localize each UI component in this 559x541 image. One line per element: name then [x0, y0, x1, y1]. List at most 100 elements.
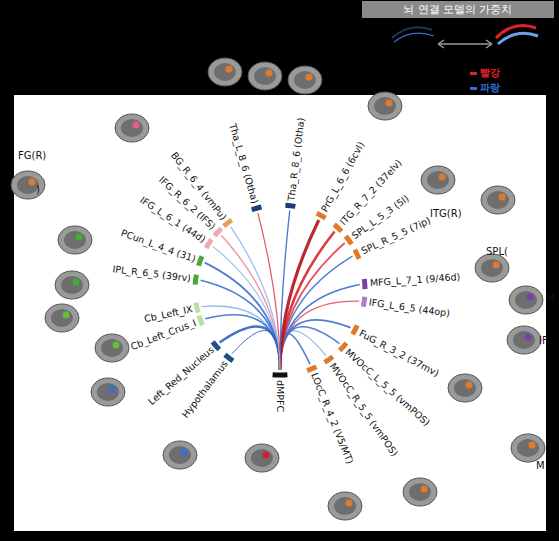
thumbnail-label: SPL( [486, 246, 508, 257]
brain-outline [403, 478, 437, 506]
region-arc [206, 240, 211, 248]
connectivity-link [280, 211, 290, 370]
brain-outline [91, 378, 125, 406]
region-name: dMPFC [275, 380, 286, 412]
brain-thumbnail [58, 226, 92, 254]
connectivity-link [231, 227, 280, 370]
region-name: MFG_L_7_1 (9/46d) [369, 271, 460, 288]
legend-text: 파랑 [480, 82, 500, 93]
brain-thumbnail [481, 186, 515, 214]
region-blob [466, 382, 473, 389]
region-arc [224, 220, 232, 226]
region-arc [195, 275, 196, 285]
region-blob [525, 334, 532, 341]
brain-thumbnail [288, 66, 322, 94]
legend-swatch [470, 72, 477, 75]
region-blob [113, 342, 120, 349]
brain-inner [169, 446, 191, 464]
region-arc [353, 325, 358, 334]
region-label: Tha_L_8_6 (Otha) [226, 122, 263, 214]
brain-thumbnail [511, 434, 545, 462]
brain-inner [517, 439, 539, 457]
seed-region-label: dMPFC [274, 370, 286, 412]
brain-inner [121, 119, 143, 137]
region-arc [273, 372, 288, 377]
brain-inner [374, 97, 396, 115]
brain-outline [115, 114, 149, 142]
region-blob [133, 122, 140, 129]
region-arc [317, 213, 326, 218]
brain-outline [208, 58, 242, 86]
legend-arrow [438, 43, 492, 45]
region-arc [355, 250, 359, 259]
brain-outline [58, 226, 92, 254]
legend-curve [392, 27, 432, 38]
region-label: Tha_R_8_6 (Otha) [284, 117, 307, 212]
connectivity-link [258, 213, 280, 370]
brain-inner [409, 483, 431, 501]
region-blob [439, 174, 446, 181]
region-name: IPL_R_6_5 (39rv) [112, 263, 192, 284]
region-blob [346, 500, 353, 507]
thumbnail-label: M [536, 460, 545, 471]
brain-outline [421, 166, 455, 194]
brain-inner [254, 67, 276, 85]
region-blob [29, 179, 36, 186]
brain-thumbnail [509, 286, 543, 314]
brain-thumbnail [115, 114, 149, 142]
region-name: Cb_Left_Crus_I [129, 317, 197, 352]
brain-inner [481, 259, 503, 277]
brain-thumbnail [248, 62, 282, 90]
legend-arrow-head [438, 40, 492, 48]
brain-thumbnail [475, 254, 509, 282]
brain-outline [45, 304, 79, 332]
region-arc [340, 343, 347, 350]
brain-outline [328, 492, 362, 520]
region-blob [527, 294, 534, 301]
brain-outline [481, 186, 515, 214]
region-arc [225, 355, 233, 361]
region-arc [334, 225, 341, 232]
brain-inner [97, 383, 119, 401]
brain-thumbnail [91, 378, 125, 406]
legend-curve [496, 26, 536, 38]
region-arc [215, 228, 222, 235]
region-blob [263, 452, 270, 459]
brain-inner [487, 191, 509, 209]
connectivity-link [232, 330, 280, 370]
region-blob [306, 74, 313, 81]
connectivity-link [201, 280, 280, 370]
brain-outline [448, 374, 482, 402]
brain-thumbnail [208, 58, 242, 86]
thumbnail-label: ITG(R) [430, 208, 462, 219]
region-label: MFG_L_7_1 (9/46d) [359, 271, 460, 290]
region-name: IFG_L_6_5 (44op) [368, 297, 450, 319]
brain-outline [55, 271, 89, 299]
region-blob [109, 386, 116, 393]
brain-thumbnail [55, 271, 89, 299]
region-blob [266, 70, 273, 77]
region-blob [529, 442, 536, 449]
white-panel [14, 95, 546, 531]
region-label: IPL_R_6_5 (39rv) [112, 263, 202, 286]
brain-outline [163, 441, 197, 469]
brain-inner [294, 71, 316, 89]
region-arc [199, 256, 202, 265]
brain-thumbnail [328, 492, 362, 520]
brain-inner [454, 379, 476, 397]
brain-inner [513, 331, 535, 349]
brain-outline [95, 334, 129, 362]
legend-item: 파랑 [470, 81, 500, 95]
brain-inner [101, 339, 123, 357]
thumbnail-label: FG(R) [18, 150, 46, 161]
brain-inner [251, 449, 273, 467]
brain-thumbnail [245, 444, 279, 472]
brain-thumbnail [403, 478, 437, 506]
brain-outline [245, 444, 279, 472]
brain-inner [61, 276, 83, 294]
brain-inner [17, 176, 39, 194]
region-blob [421, 486, 428, 493]
thumbnail-label: IF [539, 335, 548, 346]
brain-outline [507, 326, 541, 354]
